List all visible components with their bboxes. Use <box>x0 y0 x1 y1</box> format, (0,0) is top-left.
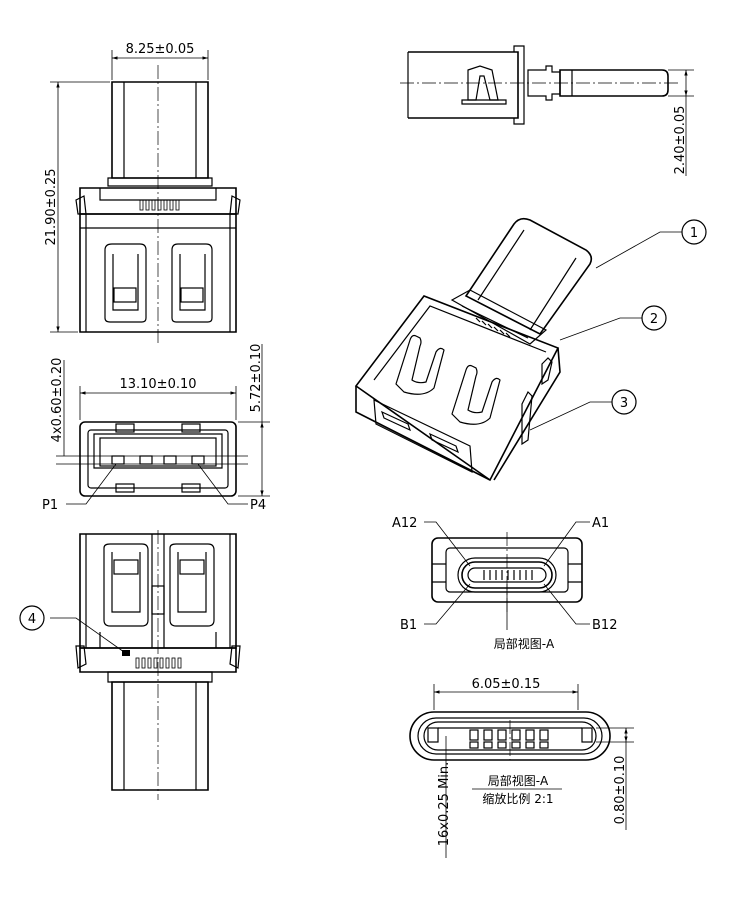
callout-1: 1 <box>681 219 707 245</box>
dim-usb-height: 5.72±0.10 <box>249 344 264 413</box>
iso-pins <box>475 317 511 338</box>
svg-text:4: 4 <box>28 612 36 627</box>
usb-body <box>79 213 237 333</box>
side-plug <box>559 69 669 97</box>
iso-opening <box>373 399 473 474</box>
plug-body <box>111 81 209 179</box>
bottom-latch-left <box>103 543 149 627</box>
dim-pin-width: 4x0.60±0.20 <box>50 358 65 443</box>
dim-overall-length: 21.90±0.25 <box>44 168 59 245</box>
bottom-plug <box>111 681 209 791</box>
label-a1: A1 <box>592 516 609 531</box>
label-b1: B1 <box>400 618 417 633</box>
dim-usb-width: 13.10±0.10 <box>119 377 196 392</box>
dim-side-thickness: 2.40±0.05 <box>673 106 688 175</box>
side-view: 2.40±0.05 <box>400 45 694 176</box>
caption-detail-view: 局部视图-A <box>488 773 549 788</box>
latch-left <box>104 243 147 323</box>
leader-2 <box>559 317 642 341</box>
caption-partial-view: 局部视图-A <box>494 636 555 651</box>
leader-3 <box>529 401 612 431</box>
iso-plug <box>464 217 593 336</box>
pin-row-bottom <box>135 657 182 669</box>
label-a12: A12 <box>392 516 417 531</box>
usb-pins <box>111 455 205 465</box>
typec-contacts <box>483 570 533 580</box>
callout-2: 2 <box>641 305 667 331</box>
typec-front-view: A12 A1 B1 B12 局部视图-A <box>392 516 617 651</box>
detail-contacts <box>469 729 549 749</box>
label-p4: P4 <box>250 498 266 513</box>
bottom-latch-right <box>169 543 215 627</box>
label-b12: B12 <box>592 618 617 633</box>
iso-latch-right <box>451 364 501 425</box>
iso-housing-top <box>354 295 560 482</box>
pin-row-top <box>139 199 180 211</box>
svg-text:2: 2 <box>650 312 658 327</box>
usb-outer-shell <box>79 421 237 497</box>
svg-text:3: 3 <box>620 396 628 411</box>
usb-front-view: 13.10±0.10 4x0.60±0.20 5.72±0.10 P1 P4 <box>42 344 270 513</box>
leader-1 <box>595 231 682 269</box>
side-body <box>408 51 519 119</box>
bottom-view <box>50 530 241 800</box>
svg-text:1: 1 <box>690 226 698 241</box>
caption-scale: 缩放比例 2:1 <box>482 791 553 806</box>
latch-right <box>171 243 213 323</box>
dim-typec-width: 6.05±0.15 <box>472 677 541 692</box>
top-view: 8.25±0.05 21.90±0.25 <box>44 42 241 345</box>
iso-latch-left <box>395 334 445 395</box>
callout-3: 3 <box>611 389 637 415</box>
dim-top-width: 8.25±0.05 <box>126 42 195 57</box>
isometric-view <box>354 217 682 482</box>
detail-a-view: 6.05±0.15 0.80±0.10 16x0.25 Min. 局部视图-A … <box>409 677 634 858</box>
dim-contact-pitch: 16x0.25 Min. <box>437 762 452 847</box>
dim-contact-height: 0.80±0.10 <box>613 756 628 825</box>
label-p1: P1 <box>42 498 58 513</box>
callout-4: 4 <box>19 605 45 631</box>
